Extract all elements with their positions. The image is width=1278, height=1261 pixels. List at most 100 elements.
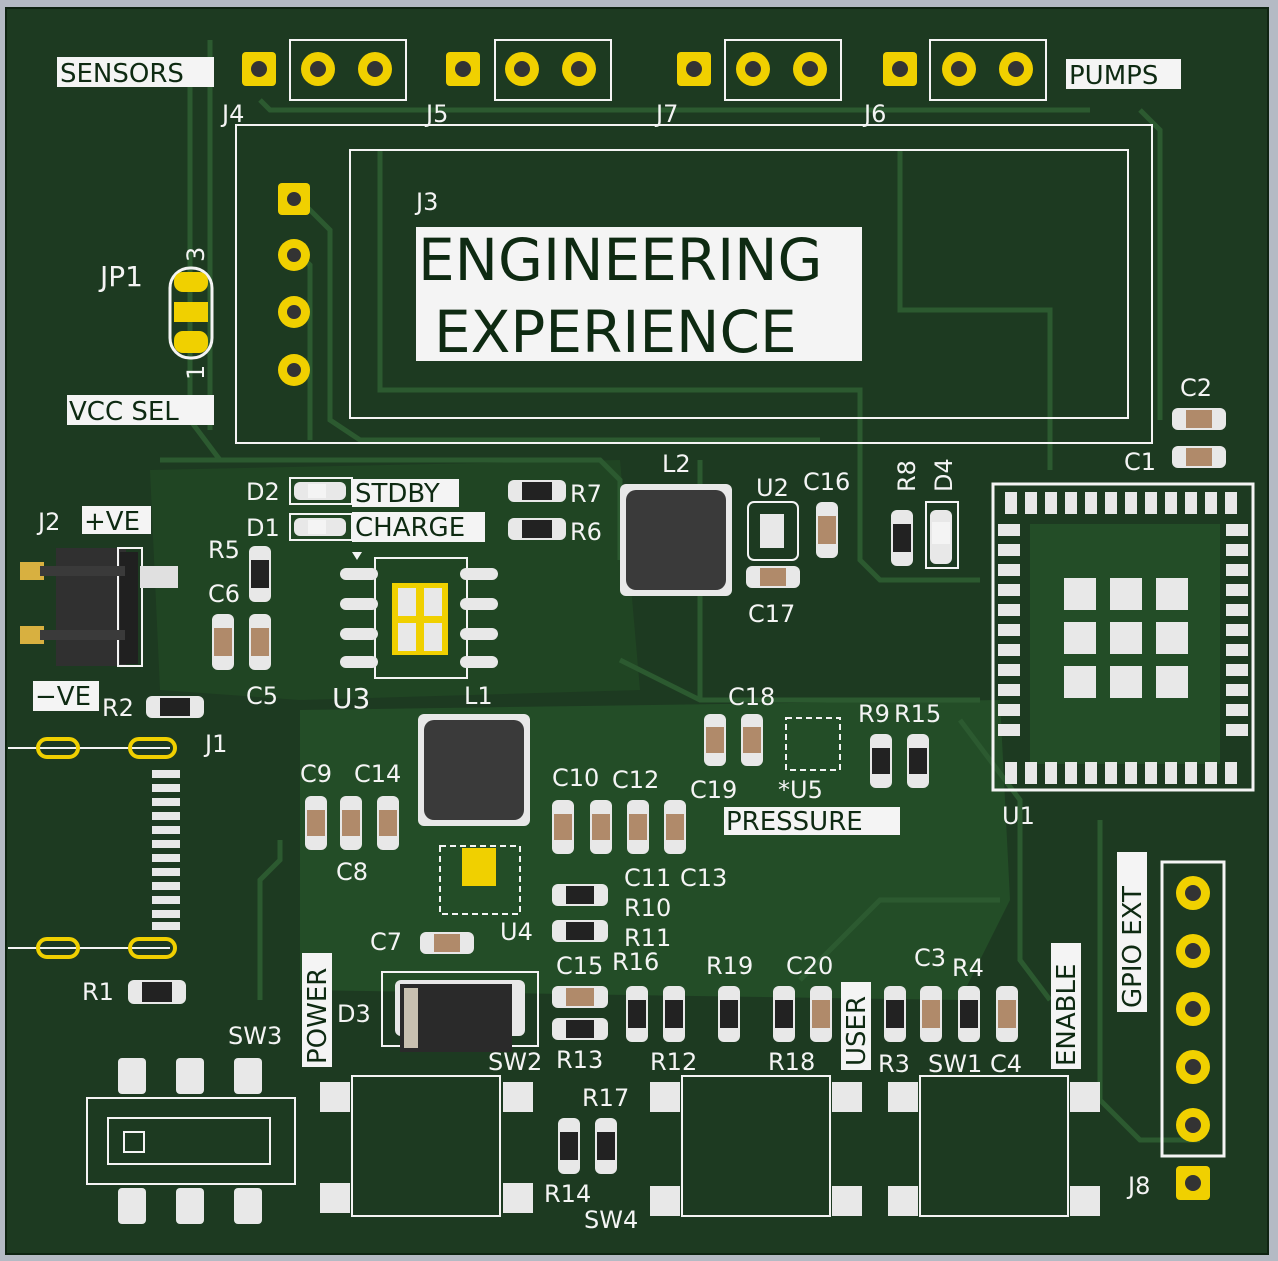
jp1-pin1-label: 1 [182,365,210,380]
ref-r11: R11 [624,924,671,952]
ref-r15: R15 [894,700,941,728]
cap-c19 [704,714,726,766]
ref-c8: C8 [336,858,368,886]
cap-c18 [741,714,763,766]
title-line2: EXPERIENCE [434,298,797,366]
ic-u4 [439,845,521,915]
header-j4 [242,39,407,101]
cap-c14 [377,796,399,850]
res-r15 [907,734,929,788]
res-r13 [552,1018,608,1040]
label-gpio-ext: GPIO EXT [1118,886,1148,1008]
ref-c2: C2 [1180,374,1212,402]
res-r9 [870,734,892,788]
cap-c11 [590,800,612,854]
res-r1 [128,980,186,1004]
title-label-bg [416,227,862,361]
jumper-jp1 [168,266,214,360]
ref-l1: L1 [464,682,493,710]
ref-r10: R10 [624,894,671,922]
label-pressure: PRESSURE [726,807,863,837]
button-sw2 [320,1075,533,1217]
ref-c4: C4 [990,1050,1022,1078]
ref-r5: R5 [208,536,240,564]
res-r3 [884,986,906,1042]
ref-u4: U4 [500,918,533,946]
ref-c5: C5 [246,682,278,710]
ref-c15: C15 [556,952,603,980]
module-u1 [991,482,1255,792]
label-enable: ENABLE [1052,964,1082,1066]
power-label-bg [302,953,332,1067]
res-r11 [552,920,608,942]
ref-d1: D1 [246,514,280,542]
res-r4 [958,986,980,1042]
ref-u1: U1 [1002,802,1035,830]
ref-j1: J1 [203,730,227,758]
ref-r2: R2 [102,694,134,722]
label-charge: CHARGE [355,513,465,543]
title-line1: ENGINEERING [418,226,823,294]
ref-j7: J7 [654,100,678,128]
ref-c14: C14 [354,760,401,788]
ref-c6: C6 [208,580,240,608]
label-stdby: STDBY [355,479,440,509]
silkscreen-text: SENSORS PUMPS VCC SEL ENGINEERING EXPERI… [35,59,1212,1234]
ref-c13: C13 [680,864,727,892]
cap-c1 [1172,446,1226,468]
ref-d2: D2 [246,478,280,506]
ref-r19: R19 [706,952,753,980]
cap-c17 [746,566,800,588]
ref-c11: C11 [624,864,671,892]
cap-c15 [552,986,608,1008]
cap-c10 [552,800,574,854]
ref-j8: J8 [1126,1172,1150,1200]
ref-c17: C17 [748,600,795,628]
jp1-pin3-label: 3 [182,247,210,262]
ref-sw2: SW2 [488,1048,542,1076]
passive-components [128,408,1226,1174]
ref-r17: R17 [582,1084,629,1112]
inductor-l2 [620,484,732,596]
enable-label-bg [1051,943,1081,1069]
inductor-l1 [418,714,530,826]
ref-r9: R9 [858,700,890,728]
ref-c18: C18 [728,683,775,711]
ref-j3: J3 [414,188,438,216]
res-r2 [146,696,204,718]
ref-c19: C19 [690,776,737,804]
header-j7 [677,39,842,101]
slide-switch-sw3 [86,1058,296,1224]
pumps-label-bg [1066,59,1181,89]
res-r16 [626,986,648,1042]
ref-u5: *U5 [778,776,823,804]
sensor-u5-footprint [785,717,841,771]
ref-r7: R7 [570,480,602,508]
ref-c1: C1 [1124,448,1156,476]
usb-connector-j1 [8,737,180,959]
ref-jp1: JP1 [98,260,143,293]
j3-outline [235,124,1153,444]
cap-c5 [249,614,271,670]
ref-r6: R6 [570,518,602,546]
sensors-label-bg [57,57,214,87]
ref-r18: R18 [768,1048,815,1076]
led-d2 [289,477,353,505]
ref-d3: D3 [337,1000,371,1028]
ref-j4: J4 [220,100,244,128]
j3-pins [278,183,310,386]
res-r10 [552,884,608,906]
label-plus-ve: +VE [84,507,140,537]
stdby-label-bg [352,479,459,507]
minusve-label-bg [33,681,99,711]
res-r8 [891,510,913,566]
j3-display-outline [349,149,1129,419]
res-r17 [595,1118,617,1174]
cap-c16 [816,502,838,558]
ref-j6: J6 [862,100,886,128]
ref-r4: R4 [952,954,984,982]
res-r5 [249,546,271,602]
button-sw4 [650,1075,862,1217]
ref-l2: L2 [662,450,691,478]
ref-c16: C16 [803,468,850,496]
